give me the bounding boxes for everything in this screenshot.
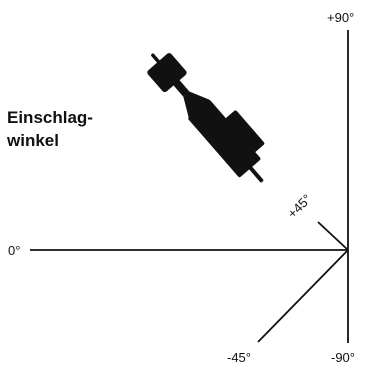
tool-body (188, 100, 261, 178)
label-plus-45: +45° (285, 191, 315, 221)
plus-45-line (317, 221, 349, 251)
label-zero: 0° (8, 243, 20, 258)
label-minus-45: -45° (227, 350, 251, 365)
minus-45-line (257, 249, 349, 343)
caption-line-2: winkel (6, 131, 59, 150)
tool-side-block (224, 110, 265, 154)
angle-axes (30, 30, 349, 343)
tool-tip (249, 166, 264, 183)
label-minus-90: -90° (331, 350, 355, 365)
caption-line-1: Einschlag- (7, 108, 93, 127)
tilted-tool-illustration (147, 53, 265, 183)
tool-head (183, 91, 211, 119)
tool-neck (172, 79, 190, 97)
label-plus-90: +90° (327, 10, 354, 25)
